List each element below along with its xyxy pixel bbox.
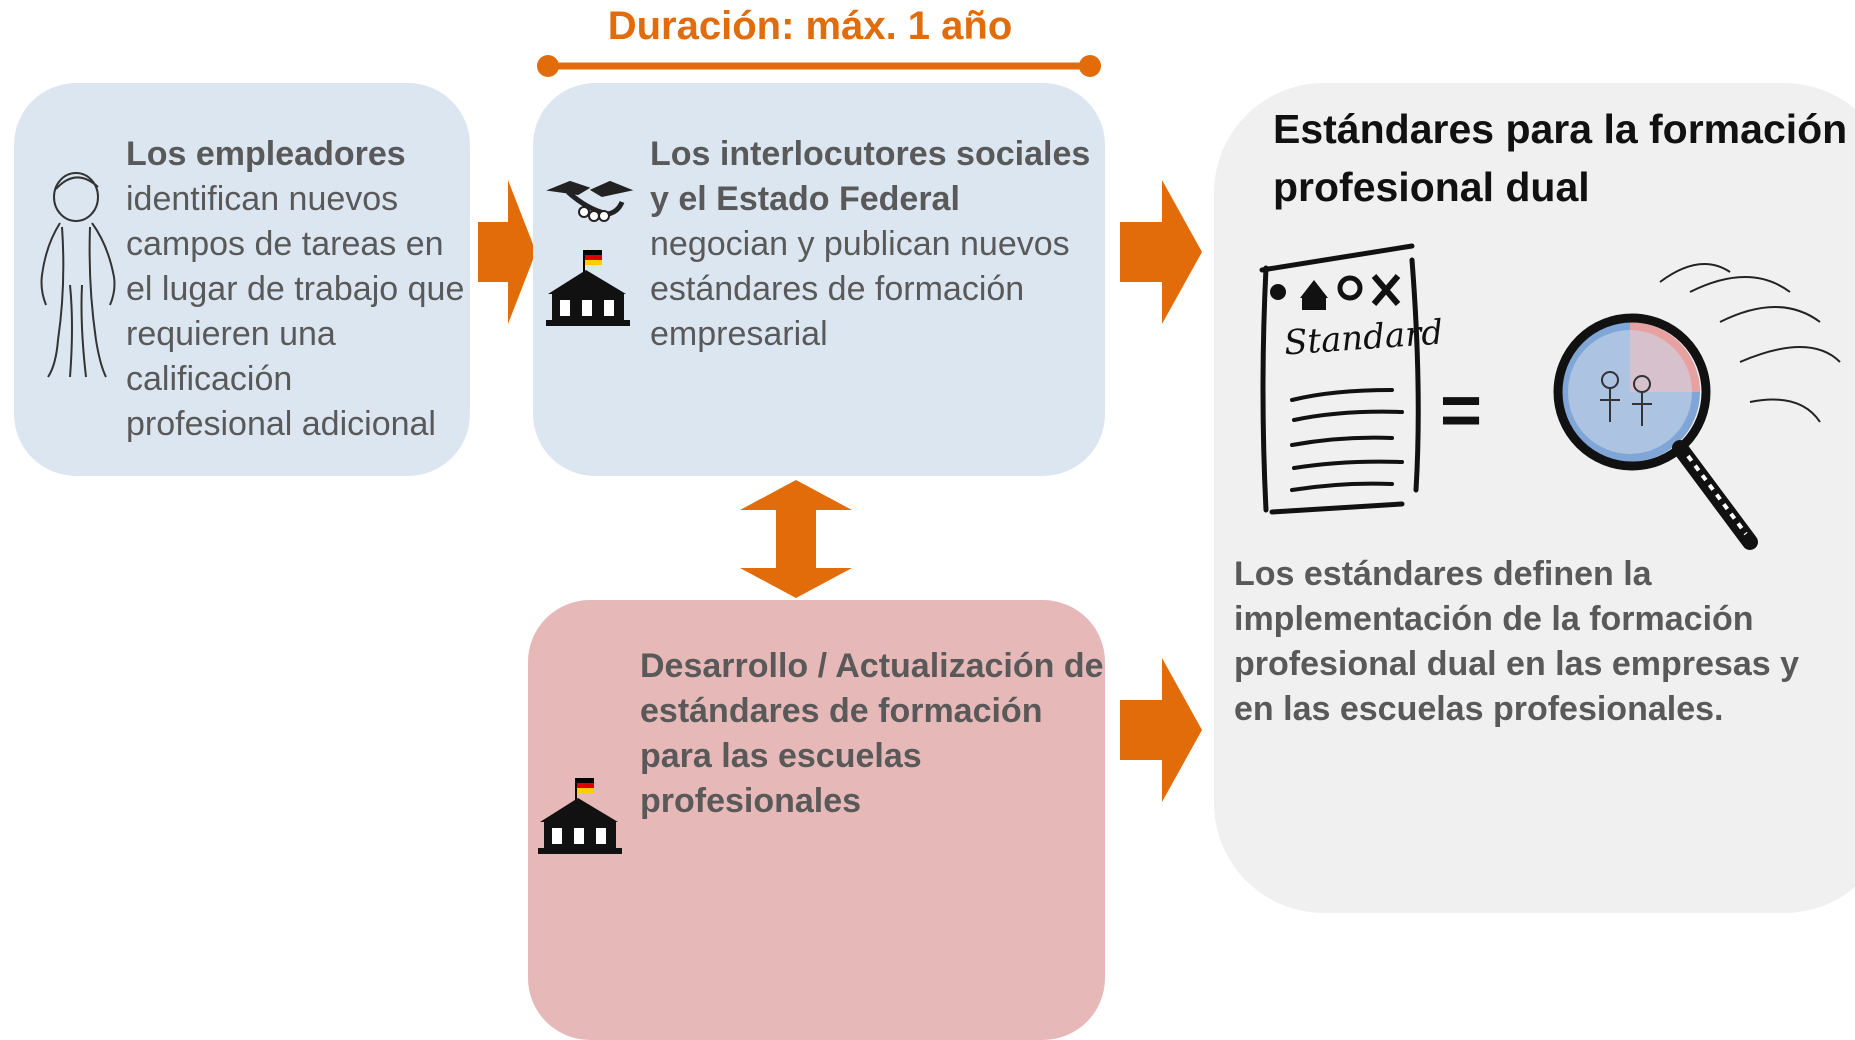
partners-box	[533, 83, 1105, 476]
schools-box	[528, 600, 1105, 1040]
standards-title: Estándares para la formación profesional…	[1273, 106, 1848, 210]
equals-sign: =	[1440, 371, 1483, 451]
employers-bold: Los empleadores	[126, 135, 406, 173]
standard-document-icon	[1259, 243, 1421, 515]
standards-description: Los estándares definen la implementación…	[1234, 555, 1800, 728]
duration-label: Duración: máx. 1 año	[607, 4, 1013, 48]
handshake-icon	[546, 180, 634, 222]
arrow-right-2	[1120, 180, 1202, 324]
arrow-right-1	[478, 180, 536, 324]
schools-text: Desarrollo / Actualización de estándares…	[640, 647, 1104, 820]
standards-box	[1214, 83, 1855, 913]
arrow-right-3	[1120, 658, 1202, 802]
magnifying-glass-icon	[1553, 263, 1841, 550]
partners-text: Los interlocutores sociales y el Estado …	[650, 132, 1100, 357]
person-sketch-icon	[40, 172, 116, 378]
employers-text: Los empleadores identifican nuevos campo…	[126, 132, 466, 447]
employers-desc: identifican nuevos campos de tareas en e…	[126, 180, 465, 443]
government-building-icon	[538, 778, 622, 854]
partners-bold: Los interlocutores sociales y el Estado …	[650, 135, 1091, 218]
government-building-icon	[546, 250, 630, 326]
partners-desc: negocian y publican nuevos estándares de…	[650, 225, 1070, 353]
arrow-updown	[740, 480, 852, 598]
